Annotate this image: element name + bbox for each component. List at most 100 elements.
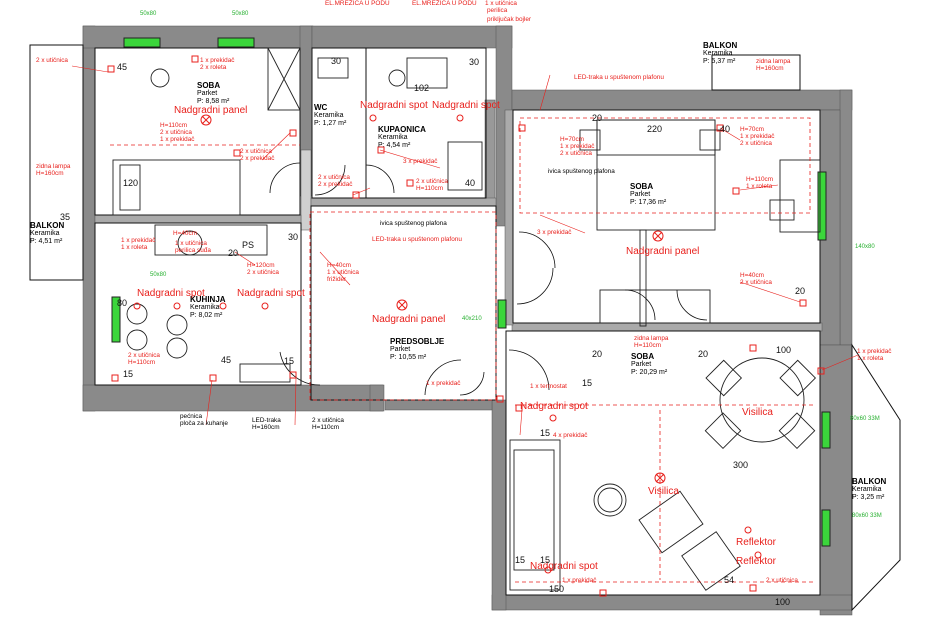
- note-ivica: ivica spuštenog plafona: [548, 168, 615, 175]
- note-line: 1 x prekidač: [857, 348, 892, 355]
- room-floor: Keramika: [378, 134, 408, 142]
- note-line: 2 x utičnica: [312, 417, 344, 424]
- note-kuh-mid: H=120cm 2 x utičnica: [247, 262, 279, 276]
- dim-100b: 100: [775, 597, 791, 607]
- dim-45b: 45: [221, 355, 232, 365]
- label-reflektor-2: Reflektor: [736, 556, 777, 567]
- note-line: 1 x prekidač: [560, 143, 595, 151]
- note-line: 1 x roleta: [857, 355, 884, 363]
- note-line: 2 x utičnica: [318, 174, 350, 181]
- label-spot-kuh1: Nadgradni spot: [137, 288, 205, 299]
- dim-20a: 20: [228, 248, 239, 258]
- dim-220: 220: [647, 124, 663, 134]
- note-line: 2 x roleta: [200, 64, 227, 72]
- window-label-3: 50x80: [150, 272, 167, 278]
- note-line: 2 x utičnica: [740, 140, 772, 148]
- label-spot-soba3-b: Nadgradni spot: [530, 561, 598, 572]
- note-line: 2 x utičnica: [416, 178, 448, 185]
- room-wc: WC Keramika P: 1,27 m²: [314, 103, 347, 127]
- dim-40a: 40: [465, 178, 476, 188]
- note-line: H=160cm: [252, 424, 280, 432]
- note-led-top: LED-traka u spuštenom plafonu: [574, 74, 664, 81]
- window-label-5: 40x210: [462, 316, 482, 322]
- note-uticnica-top: 1 x utičnica: [485, 0, 517, 7]
- furniture: [112, 47, 821, 591]
- note-line: H=110cm: [416, 185, 444, 193]
- room-soba3: SOBA Parket P: 20,29 m²: [631, 352, 668, 376]
- note-pred: H=40cm 1 x utičnica frižider: [327, 262, 359, 283]
- room-area: P: 17,36 m²: [630, 198, 667, 206]
- room-area: P: 1,27 m²: [314, 119, 347, 127]
- note-bojler: priključak bojler: [487, 16, 532, 23]
- note-line: ploča za kuhanje: [180, 420, 228, 428]
- note-pred-prek: 1 x prekidač: [426, 380, 461, 387]
- note-line: 2 x utičnica: [128, 352, 160, 359]
- dim-ps: PS: [242, 240, 255, 250]
- note-line: H=70cm: [560, 136, 584, 143]
- label-visilica-2: Visilica: [648, 486, 679, 497]
- dim-30a: 30: [331, 56, 342, 66]
- dim-102: 102: [414, 83, 430, 93]
- note-soba2-left: H=70cm 1 x prekidač 2 x utičnica: [560, 136, 594, 157]
- room-area: P: 4,54 m²: [378, 141, 411, 149]
- note-line: 1 x prekidač: [740, 133, 775, 141]
- room-name: PREDSOBLJE: [390, 337, 445, 346]
- dim-30c: 30: [288, 232, 299, 242]
- room-floor: Parket: [631, 361, 652, 369]
- room-kupaonica: KUPAONICA Keramika P: 4,54 m²: [378, 125, 426, 149]
- note-kup: 2 x utičnica H=110cm: [416, 178, 448, 192]
- dim-54: 54: [724, 575, 735, 585]
- label-panel-soba2: Nadgradni panel: [626, 246, 700, 257]
- label-spot-wc: Nadgradni spot: [360, 100, 428, 111]
- label-spot-kuh2: Nadgradni spot: [237, 288, 305, 299]
- window-label-1: 50x80: [140, 11, 157, 17]
- note-line: 2 x prekidač: [318, 181, 353, 189]
- note-line: H=120cm: [247, 262, 275, 269]
- room-floor: Keramika: [190, 304, 220, 312]
- label-reflektor-1: Reflektor: [736, 537, 777, 548]
- note-soba2-bottom: H=40cm 2 x utičnica: [740, 272, 772, 286]
- dim-80a: 80: [117, 298, 128, 308]
- note-line: 2 x prekidač: [240, 155, 275, 163]
- note-soba1: 1 x prekidač 2 x roleta: [200, 57, 234, 71]
- dim-150: 150: [549, 584, 565, 594]
- note-soba3-left: 1 x prekidač: [562, 577, 597, 584]
- room-area: P: 5,37 m²: [703, 57, 736, 65]
- window-label-7: 80x60 33M: [852, 513, 882, 519]
- note-line: H=110cm: [312, 424, 340, 432]
- dim-20b: 20: [592, 349, 603, 359]
- room-area: P: 20,29 m²: [631, 368, 668, 376]
- room-floor: Keramika: [703, 50, 733, 58]
- dim-15a: 15: [123, 369, 134, 379]
- room-name: SOBA: [630, 182, 654, 191]
- room-area: P: 8,02 m²: [190, 311, 223, 319]
- note-mreza-1: EL.MREŽICA U PODU: [325, 0, 390, 7]
- dim-40b: 40: [720, 124, 731, 134]
- note-line: H=70cm: [740, 126, 764, 133]
- note-kup-prekidac: 3 x prekidač: [403, 158, 438, 165]
- note-led-traka: LED-traka H=160cm: [252, 417, 281, 431]
- windows: [111, 37, 831, 547]
- note-line: H=110cm: [746, 176, 774, 183]
- room-floor: Keramika: [852, 486, 882, 494]
- room-area: P: 4,51 m²: [30, 237, 63, 245]
- note-zidna-top: zidna lampa H=160cm: [756, 58, 790, 72]
- dim-20c: 20: [698, 349, 709, 359]
- note-soba2-win: H=110cm 1 x roleta: [746, 176, 773, 190]
- note-mreza-2: EL.MREŽICA U PODU: [412, 0, 477, 7]
- note-zidna-left-text: zidna lampa: [36, 163, 71, 170]
- label-spot-soba3: Nadgradni spot: [520, 401, 588, 412]
- note-line: H=40cm: [173, 230, 197, 237]
- room-area: P: 3,25 m²: [852, 493, 885, 501]
- note-line: 1 x prekidač: [160, 136, 195, 144]
- note-line: H=110cm: [128, 359, 156, 367]
- note-led-mid: LED-traka u spuštenom plafonu: [372, 236, 462, 243]
- note-zidna-mid: zidna lampa H=110cm: [634, 335, 668, 349]
- note-kuh-bottom: 2 x utičnica H=110cm: [128, 352, 160, 366]
- room-predsoblje: PREDSOBLJE Parket P: 10,55 m²: [390, 337, 445, 361]
- room-name: KUHINJA: [190, 295, 226, 304]
- label-visilica-1: Visilica: [742, 407, 773, 418]
- note-zidna-top-h: H=160cm: [756, 65, 784, 73]
- note-soba3-prek: 4 x prekidač: [553, 432, 588, 439]
